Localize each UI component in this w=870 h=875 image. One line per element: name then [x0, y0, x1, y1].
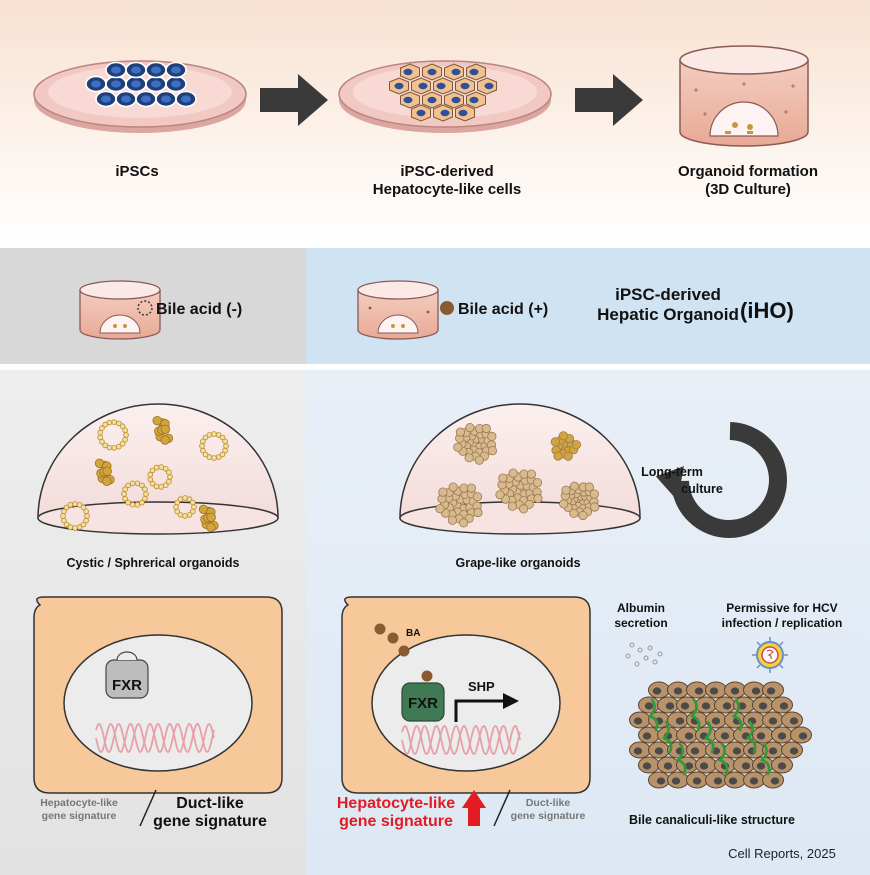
- step-hepatocyte-label-2: Hepatocyte-like cells: [373, 181, 521, 198]
- empty-bile-acid-icon: [137, 300, 153, 316]
- left-hep-signature-2: gene signature: [42, 810, 117, 822]
- albumin-droplets-icon: [625, 642, 663, 667]
- grape-caption: Grape-like organoids: [455, 556, 580, 570]
- arrow-right-icon: [260, 74, 328, 126]
- cycle-arrow-icon: [655, 422, 787, 538]
- right-duct-signature-1: Duct-like: [526, 797, 571, 809]
- small-cup-no-ba-icon: [79, 280, 161, 340]
- bile-acid-plus-label: Bile acid (+): [458, 301, 548, 318]
- left-hep-signature-1: Hepatocyte-like: [40, 797, 118, 809]
- iho-title-1: iPSC-derived: [615, 285, 721, 304]
- culture-cup-icon: [679, 45, 809, 147]
- hcv-label-1: Permissive for HCV: [726, 601, 837, 615]
- albumin-label-1: Albumin: [617, 601, 665, 615]
- hepatocyte-tissue-icon: [629, 681, 812, 789]
- step-organoid-label-1: Organoid formation: [678, 163, 818, 180]
- ba-label: BA: [406, 628, 420, 639]
- transcription-arrow-icon: [503, 693, 519, 709]
- dna-helix-icon: [95, 723, 215, 753]
- step-ipsc-label: iPSCs: [115, 163, 158, 180]
- right-duct-signature-2: gene signature: [511, 810, 586, 822]
- albumin-label-2: secretion: [614, 616, 667, 630]
- right-hepatocyte-cell: BA FXR SHP: [341, 596, 591, 794]
- top-panel: iPSCs iPSC-derived Hepatocyte-like cells…: [0, 0, 870, 240]
- cystic-organoid-dome: [37, 403, 279, 535]
- dna-helix-icon: [401, 725, 521, 755]
- step-organoid-label-2: (3D Culture): [705, 181, 791, 198]
- hcv-virus-icon: [752, 637, 788, 673]
- ipsc-dish: [33, 60, 247, 133]
- shp-label: SHP: [468, 679, 495, 694]
- left-duct-signature-1: Duct-like: [176, 795, 244, 812]
- cystic-caption: Cystic / Sphrerical organoids: [67, 556, 240, 570]
- bile-acid-minus-label: Bile acid (-): [156, 301, 242, 318]
- condition-strip: Bile acid (-) Bile acid (+) iPSC-derived…: [0, 248, 870, 364]
- arrow-right-icon: [575, 74, 643, 126]
- fxr-active-label: FXR: [408, 695, 438, 712]
- left-duct-signature-2: gene signature: [153, 813, 267, 830]
- upregulation-arrow-icon: [462, 790, 486, 826]
- hepatocyte-dish: [338, 60, 552, 133]
- small-cup-with-ba-icon: [357, 280, 439, 340]
- iho-abbreviation: (iHO): [740, 298, 794, 323]
- right-hep-signature-1: Hepatocyte-like: [337, 795, 455, 812]
- grape-organoid-dome: [399, 403, 641, 535]
- right-hep-signature-2: gene signature: [339, 813, 453, 830]
- fxr-label: FXR: [112, 677, 142, 694]
- iho-title-2: Hepatic Organoid: [597, 305, 739, 324]
- long-term-label-2: culture: [681, 482, 723, 496]
- hcv-label-2: infection / replication: [722, 616, 843, 630]
- citation: Cell Reports, 2025: [728, 846, 836, 861]
- fxr-active-icon: [401, 682, 445, 722]
- canaliculi-caption: Bile canaliculi-like structure: [629, 813, 795, 827]
- step-hepatocyte-label-1: iPSC-derived: [400, 163, 493, 180]
- left-hepatocyte-cell: FXR: [33, 596, 283, 794]
- bile-acid-icon: [440, 301, 454, 315]
- long-term-label-1: Long-term: [641, 465, 703, 479]
